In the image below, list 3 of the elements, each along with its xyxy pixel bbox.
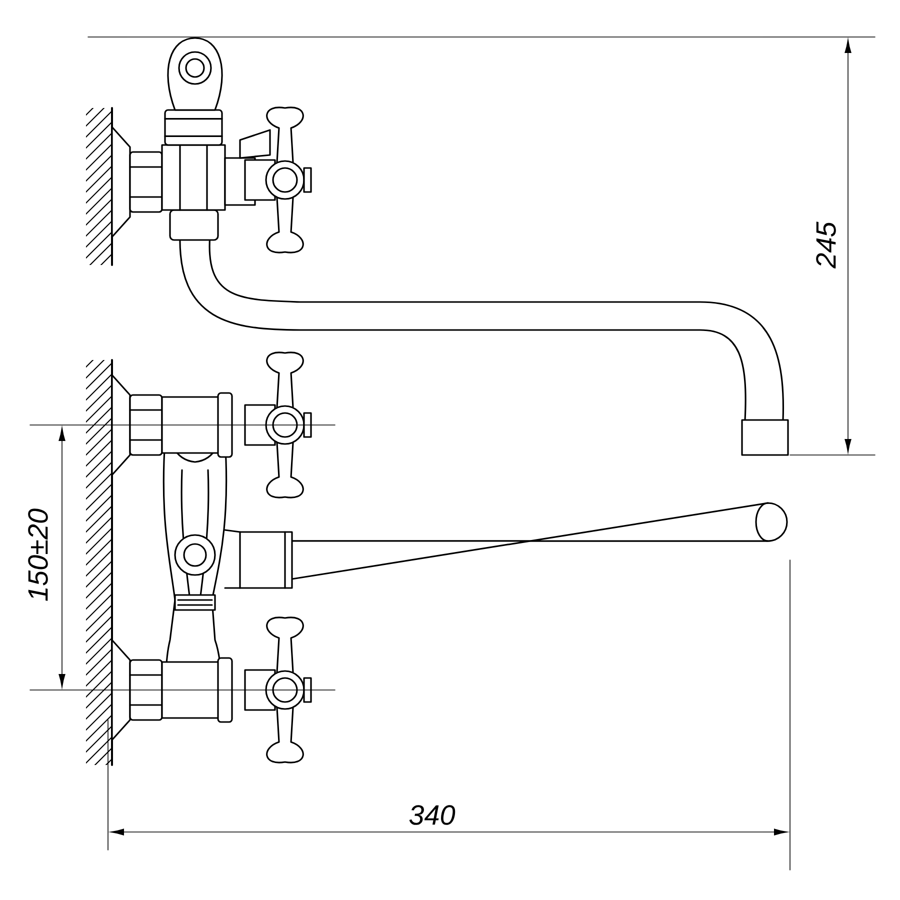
dimension-label: 245 xyxy=(816,222,836,269)
dimension-label: 340 xyxy=(409,805,456,825)
dimension-label: 150±20 xyxy=(28,508,48,601)
